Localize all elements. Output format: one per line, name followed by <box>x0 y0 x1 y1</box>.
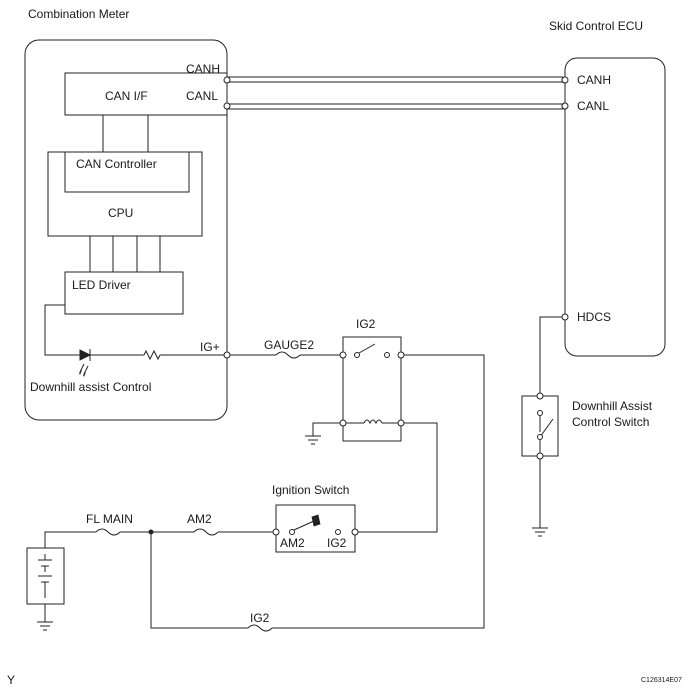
am2-fuse-icon <box>193 528 219 536</box>
fl-main-fuse-icon <box>95 528 121 536</box>
gauge2-fuse-icon <box>275 351 301 359</box>
corner-letter: Y <box>7 673 15 687</box>
downhill-switch-label-line2: Control Switch <box>572 415 649 429</box>
ig2-fuse-feed-wire <box>150 532 248 629</box>
ig2-fuse-label: IG2 <box>250 611 270 625</box>
battery-circuit: FL MAIN IG2 AM2 Ignition Switch AM2 IG2 <box>26 483 359 632</box>
ecu-canl-terminal <box>561 102 569 110</box>
led-driver-block <box>64 271 184 315</box>
switch-contact <box>537 410 543 416</box>
meter-canh-pin-label: CANH <box>186 62 220 76</box>
ecu-canh-terminal <box>561 76 569 84</box>
downhill-indicator-label: Downhill assist Control <box>30 380 151 394</box>
ecu-canh-pin-label: CANH <box>577 73 611 87</box>
relay-coil-terminal <box>397 419 405 427</box>
switch-lever-icon <box>539 418 554 438</box>
ignition-switch-am2-label: AM2 <box>280 536 305 550</box>
hdcs-wire <box>539 316 562 396</box>
ig-power-circuit: GAUGE2 IG2 <box>223 317 485 629</box>
ignition-switch-lever-icon <box>293 520 315 531</box>
fl-main-fuse-label: FL MAIN <box>86 512 133 526</box>
ignition-switch-contact <box>335 529 341 535</box>
relay-coil-ground-wire <box>312 422 340 436</box>
ignition-switch-terminal <box>351 528 359 536</box>
relay-supply-wire <box>272 354 485 629</box>
ignition-switch-terminal <box>272 528 280 536</box>
relay-contact <box>354 352 360 358</box>
combination-meter: Combination Meter CAN I/F CAN Controller… <box>24 7 228 421</box>
meter-canl-terminal <box>223 102 231 110</box>
relay-coil-feed-wire <box>355 422 438 533</box>
meter-ig-plus-terminal <box>223 351 231 359</box>
figure-code: C126314E07 <box>641 677 682 684</box>
cpu-label: CPU <box>108 206 133 220</box>
can-controller-label: CAN Controller <box>76 157 157 171</box>
ecu-hdcs-pin-label: HDCS <box>577 310 611 324</box>
meter-canl-pin-label: CANL <box>186 89 218 103</box>
meter-canh-terminal <box>223 76 231 84</box>
ig2-fuse-icon <box>247 624 273 632</box>
ignition-key-icon <box>311 514 321 527</box>
led-driver-label: LED Driver <box>72 278 131 292</box>
combination-meter-title: Combination Meter <box>28 7 129 21</box>
downhill-indicator-led-icon <box>79 349 92 377</box>
led-drive-wire <box>44 304 80 356</box>
relay-terminal <box>339 351 347 359</box>
relay-contact <box>384 352 390 358</box>
ignition-switch-contact <box>289 529 295 535</box>
ecu-canl-pin-label: CANL <box>577 99 609 113</box>
ig2-relay-body <box>342 336 402 442</box>
battery-icon <box>38 554 52 598</box>
relay-switch-icon <box>358 343 376 354</box>
can-controller-block <box>64 151 190 193</box>
can-bus <box>223 76 569 110</box>
skid-control-ecu-title: Skid Control ECU <box>549 19 643 33</box>
ignition-switch-ig2-label: IG2 <box>327 536 347 550</box>
gauge2-fuse-label: GAUGE2 <box>264 338 314 352</box>
ignition-switch-title: Ignition Switch <box>272 483 349 497</box>
ground-icon <box>305 435 321 445</box>
skid-control-ecu: Skid Control ECU CANH CANL HDCS <box>549 19 666 357</box>
ecu-hdcs-terminal <box>561 313 569 321</box>
skid-control-ecu-box <box>564 57 666 357</box>
can-if-label: CAN I/F <box>105 89 148 103</box>
ground-icon <box>37 621 53 631</box>
switch-terminal <box>536 452 544 460</box>
battery-positive-wire <box>44 531 96 548</box>
relay-terminal <box>397 351 405 359</box>
resistor-icon <box>143 349 161 361</box>
downhill-assist-switch: Downhill Assist Control Switch <box>521 316 653 537</box>
ground-icon <box>532 527 548 537</box>
am2-fuse-label: AM2 <box>187 512 212 526</box>
relay-coil-icon <box>363 419 383 425</box>
switch-terminal <box>536 392 544 400</box>
relay-coil-terminal <box>339 419 347 427</box>
ig2-relay-label: IG2 <box>356 317 376 331</box>
switch-contact <box>537 434 543 440</box>
can-if-block <box>64 72 228 116</box>
meter-ig-plus-pin-label: IG+ <box>200 340 220 354</box>
downhill-switch-label-line1: Downhill Assist <box>572 399 653 413</box>
